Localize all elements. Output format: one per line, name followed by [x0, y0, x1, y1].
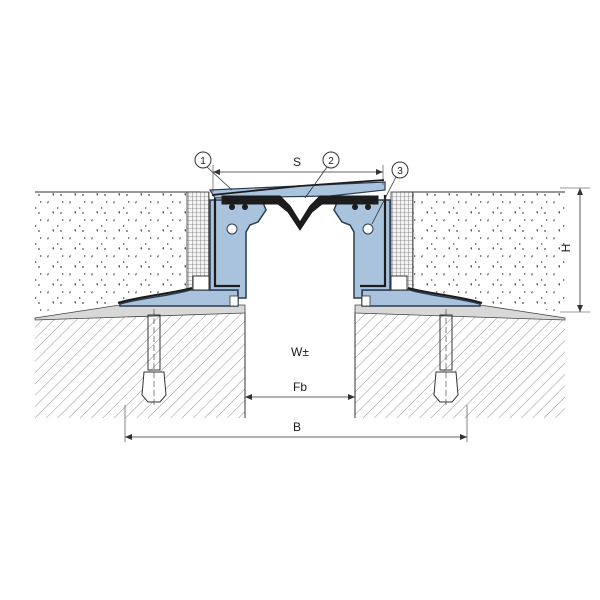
- svg-text:Fb: Fb: [293, 380, 307, 394]
- dimension-b: B: [124, 405, 468, 442]
- svg-text:H: H: [559, 244, 573, 253]
- screed-left: [35, 191, 200, 312]
- screed-right: [400, 191, 565, 312]
- profile-hole-left: [226, 223, 238, 235]
- dimension-fb: Fb: [245, 380, 355, 400]
- profile-bolt-left: [192, 275, 210, 291]
- rubber-seal: [221, 195, 379, 231]
- svg-text:3: 3: [397, 166, 403, 177]
- dimension-w: W±: [291, 345, 309, 359]
- svg-text:B: B: [293, 420, 301, 434]
- svg-text:S: S: [293, 155, 301, 169]
- profile-body-right: [333, 199, 391, 299]
- anchor-bolt-left: [141, 300, 167, 405]
- svg-text:1: 1: [200, 156, 206, 167]
- bedding-left: [34, 304, 246, 321]
- profile-hole-right: [362, 223, 374, 235]
- substrate-right: [354, 311, 566, 418]
- cover-plate: [208, 181, 386, 199]
- profile-body-left: [209, 199, 267, 299]
- anchor-bolt-right: [433, 300, 459, 405]
- callout-3: 3: [371, 161, 409, 225]
- dimension-s: S: [212, 155, 384, 192]
- svg-text:2: 2: [328, 156, 334, 167]
- substrate-left: [34, 311, 246, 418]
- dimension-h: H: [559, 187, 590, 313]
- profile-bolt-right: [390, 275, 408, 291]
- callout-1: 1: [194, 151, 233, 191]
